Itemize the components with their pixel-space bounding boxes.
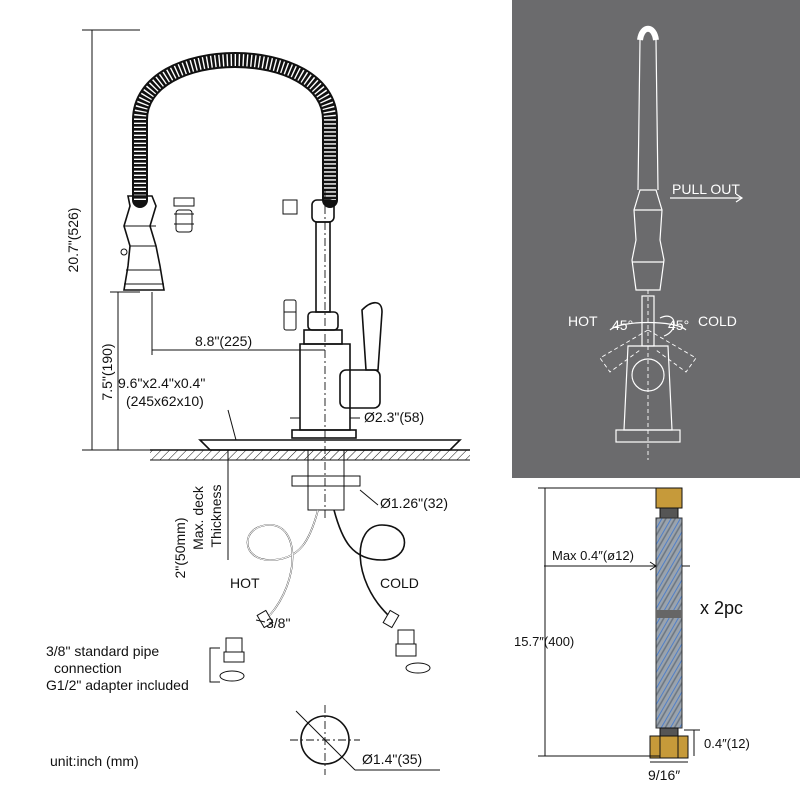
hot-hose xyxy=(246,509,319,616)
height-spout-label: 7.5"(190) xyxy=(99,343,115,400)
cold-adapter-icon xyxy=(395,629,431,674)
deck-plate xyxy=(198,439,462,451)
dimension-lines xyxy=(82,29,379,623)
hot-adapter-icon xyxy=(219,637,245,682)
pipe-note-line3: G1/2" adapter included xyxy=(46,677,189,693)
cold-label: COLD xyxy=(380,575,419,591)
pipe-note-line1: 3/8" standard pipe xyxy=(46,643,159,659)
side-view-faucet xyxy=(599,25,744,460)
deck-thickness-line2: Max. deck xyxy=(190,485,206,550)
hose-end-length-label: 0.4″(12) xyxy=(704,736,750,751)
hose-max-diameter-label: Max 0.4″(ø12) xyxy=(552,548,634,563)
plate-mm-label: (245x62x10) xyxy=(126,393,204,409)
height-total-label: 20.7"(526) xyxy=(65,208,81,273)
hole-diameter-label: Ø1.4"(35) xyxy=(362,751,422,767)
plate-label: 9.6"x2.4"x0.4" xyxy=(118,375,205,391)
front-view-faucet xyxy=(120,52,470,775)
unit-note: unit:inch (mm) xyxy=(50,753,139,769)
deck-thickness-line3: Thickness xyxy=(208,484,224,547)
hole-detail-icon xyxy=(290,705,440,775)
shank-diameter-label: Ø1.26"(32) xyxy=(380,495,448,511)
hose-nut-size-label: 9/16″ xyxy=(648,767,680,783)
braided-hose-icon xyxy=(649,487,689,759)
spray-head xyxy=(123,195,165,291)
reach-label: 8.8"(225) xyxy=(195,333,252,349)
pull-out-label: PULL OUT xyxy=(672,181,740,197)
cold-hose xyxy=(333,509,406,616)
hot-label: HOT xyxy=(230,575,260,591)
side-cold-label: COLD xyxy=(698,313,737,329)
angle-left-label: 45° xyxy=(612,317,633,333)
hose-length-label: 15.7″(400) xyxy=(514,634,574,649)
hose-quantity-label: x 2pc xyxy=(700,598,743,618)
angle-right-label: 45° xyxy=(668,317,689,333)
handle-lever xyxy=(361,301,383,371)
base-diameter-label: Ø2.3"(58) xyxy=(364,409,424,425)
pipe-note-line2: connection xyxy=(54,660,122,676)
deck-thickness-line1: 2"(50mm) xyxy=(172,518,188,579)
side-hot-label: HOT xyxy=(568,313,598,329)
hose-size-label: 3/8" xyxy=(266,615,290,631)
hose-dimension-lines xyxy=(538,487,700,763)
inner-spout xyxy=(183,116,291,300)
